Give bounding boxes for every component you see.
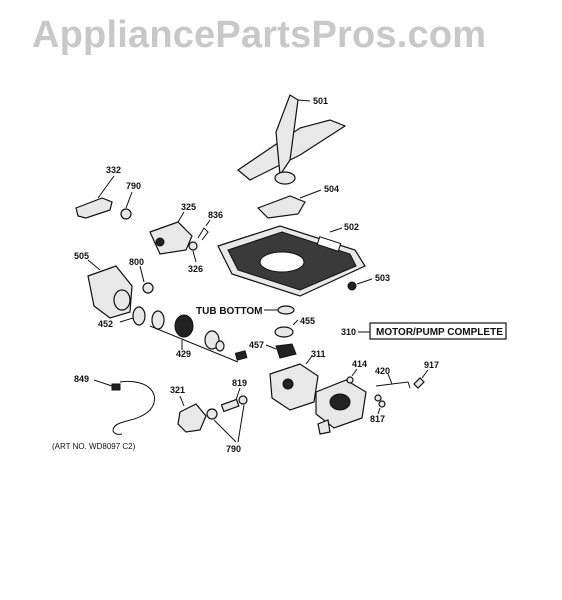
callout-311: 311: [311, 349, 326, 359]
callout-503: 503: [375, 273, 390, 283]
art-number: (ART NO. WD8097 C2): [52, 442, 136, 451]
callout-452: 452: [98, 319, 113, 329]
callout-455: 455: [300, 316, 315, 326]
valve-325: [149, 211, 193, 255]
callout-310: 310: [341, 327, 356, 337]
part-326: [188, 241, 198, 263]
part-836: [197, 219, 211, 241]
watermark-logo: AppliancePartsPros.com: [32, 14, 487, 56]
callout-414: 414: [352, 359, 367, 369]
motor-assembly: [315, 379, 367, 435]
impeller-parts-429: [149, 310, 248, 363]
callout-790-top: 790: [126, 181, 141, 191]
callout-790-bottom: 790: [226, 444, 241, 454]
pump-body-311: [269, 355, 319, 411]
hose-332: [75, 175, 115, 219]
part-452: [119, 306, 146, 326]
callout-332: 332: [106, 165, 121, 175]
callout-800: 800: [129, 257, 144, 267]
part-819: [220, 387, 241, 413]
part-414: [346, 368, 358, 384]
wire-harness-849: [93, 379, 156, 435]
part-420: [375, 373, 411, 389]
part-455: [274, 319, 299, 338]
callout-819: 819: [232, 378, 247, 388]
part-457: [265, 343, 297, 359]
callout-321: 321: [170, 385, 185, 395]
part-817: [374, 394, 386, 415]
callout-849: 849: [74, 374, 89, 384]
tub-bottom-gasket: [277, 305, 295, 315]
callout-817: 817: [370, 414, 385, 424]
callout-504: 504: [324, 184, 339, 194]
part-503: [347, 278, 373, 291]
motor-pump-label: MOTOR/PUMP COMPLETE: [376, 327, 503, 338]
callout-501: 501: [313, 96, 328, 106]
callout-836: 836: [208, 210, 223, 220]
callout-420: 420: [375, 366, 390, 376]
part-917: [413, 369, 429, 389]
callout-917: 917: [424, 360, 439, 370]
pump-housing-505: [87, 259, 133, 319]
callout-457: 457: [249, 340, 264, 350]
callout-325: 325: [181, 202, 196, 212]
part-504: [256, 189, 322, 219]
callout-502: 502: [344, 222, 359, 232]
part-800: [139, 265, 154, 294]
part-321: [177, 395, 207, 433]
filter-screen-502: [217, 225, 366, 297]
callout-429: 429: [176, 349, 191, 359]
tub-bottom-label: TUB BOTTOM: [196, 306, 262, 317]
clamp-790-bottom: [206, 395, 248, 443]
clamp-790-top: [120, 191, 133, 220]
callout-326: 326: [188, 264, 203, 274]
spray-arm-501: [237, 94, 347, 185]
motor-pump-box: [369, 322, 507, 340]
callout-505: 505: [74, 251, 89, 261]
